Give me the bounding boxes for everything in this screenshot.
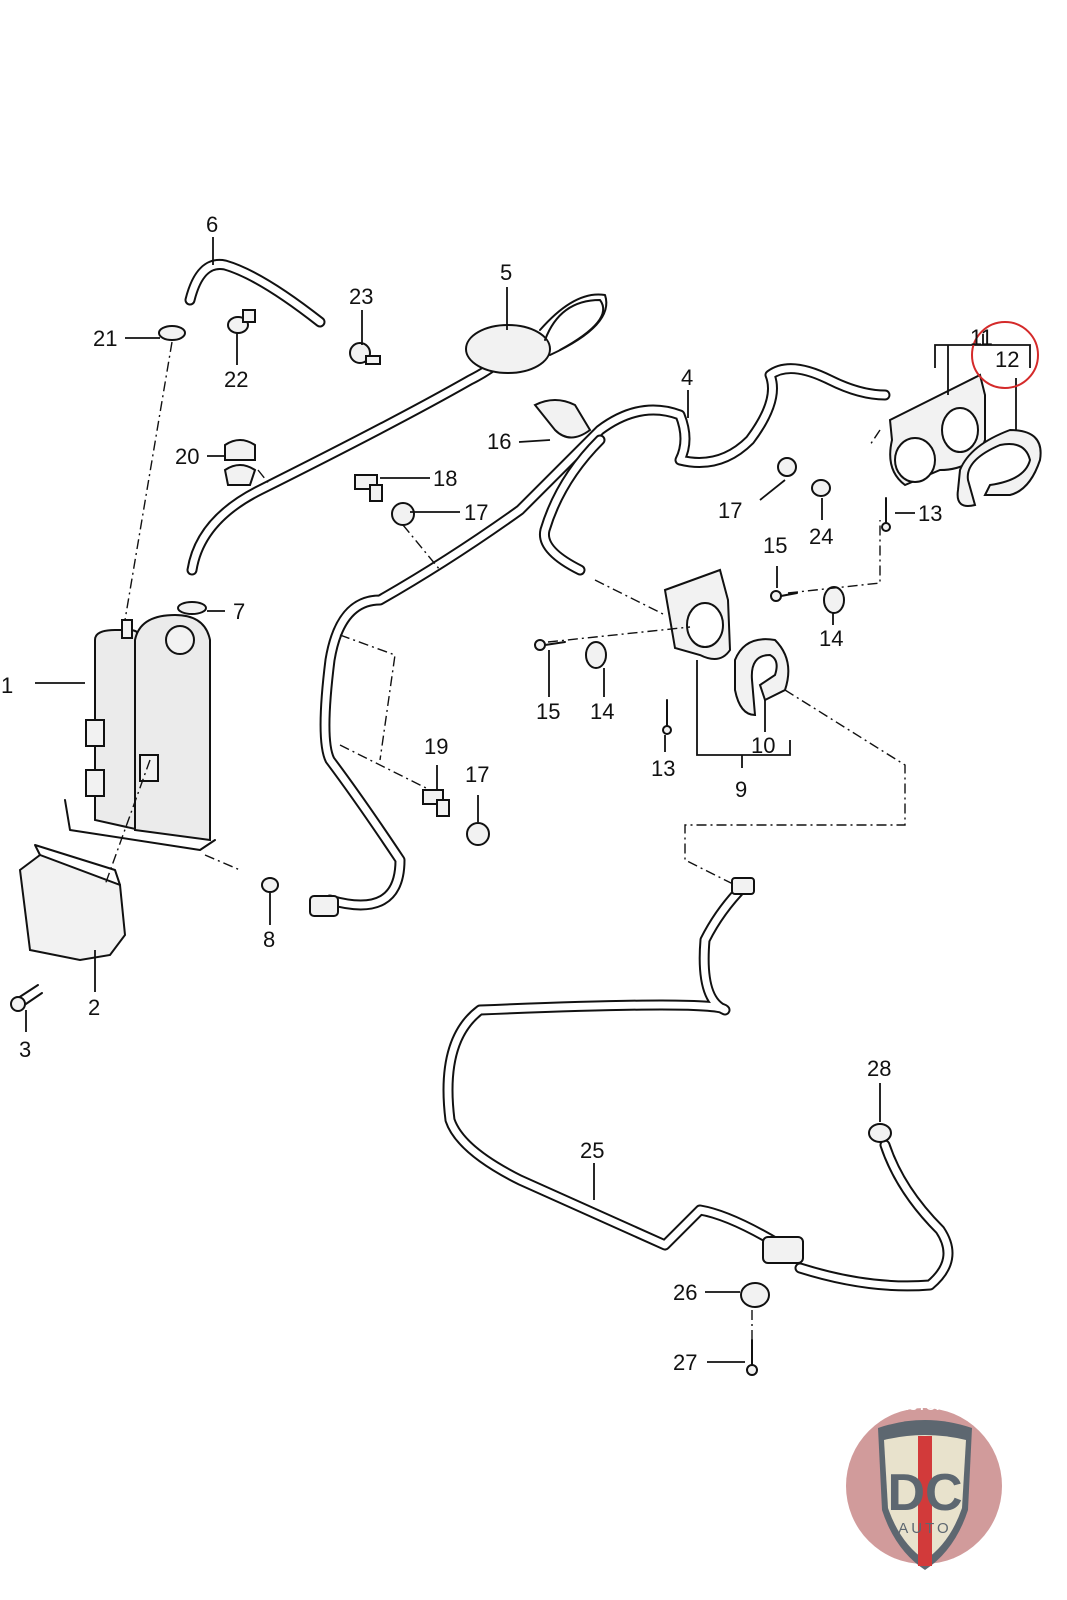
bolt-15a — [534, 639, 566, 651]
callout-17b: 17 — [718, 498, 742, 523]
bolt-13a — [662, 699, 672, 735]
clamp-24 — [811, 479, 831, 497]
clamp-28 — [868, 1123, 892, 1143]
screw-27 — [746, 1339, 758, 1376]
seal-12 — [956, 428, 1042, 507]
callout-9: 9 — [735, 777, 747, 802]
callout-8: 8 — [263, 927, 275, 952]
clip-26 — [740, 1282, 770, 1308]
callout-26: 26 — [673, 1280, 697, 1305]
clips-20 — [223, 439, 257, 486]
connector-19 — [422, 789, 450, 817]
hose-28-line — [794, 1139, 954, 1292]
hose-purge-line — [186, 354, 506, 576]
clamp-14b — [823, 586, 845, 614]
bracket-9 — [663, 568, 732, 660]
hose-25 — [442, 879, 786, 1251]
bolt-15b — [770, 590, 798, 602]
callout-16: 16 — [487, 429, 511, 454]
callout-15a: 15 — [536, 699, 560, 724]
callout-22: 22 — [224, 367, 248, 392]
callout-7: 7 — [233, 599, 245, 624]
callout-15b: 15 — [763, 533, 787, 558]
callout-25: 25 — [580, 1138, 604, 1163]
callout-14a: 14 — [590, 699, 614, 724]
callout-28: 28 — [867, 1056, 891, 1081]
clamp-14a — [585, 641, 607, 669]
logo-site-text: DCAUTO.COM — [880, 1398, 969, 1413]
highlight-circle — [971, 321, 1039, 389]
seal-10 — [734, 638, 790, 717]
callout-17a: 17 — [464, 500, 488, 525]
callout-14b: 14 — [819, 626, 843, 651]
assembly-lines — [104, 341, 906, 1340]
clamp-21 — [158, 325, 186, 341]
valve-canister-25 — [762, 1236, 804, 1264]
leader-lines — [25, 237, 1031, 1363]
hose-branch — [538, 434, 606, 576]
callout-19: 19 — [424, 734, 448, 759]
callout-3: 3 — [19, 1037, 31, 1062]
hose-6 — [184, 258, 326, 328]
valve-23 — [349, 342, 381, 365]
callout-2: 2 — [88, 995, 100, 1020]
bolt-13b — [881, 497, 891, 532]
callout-18: 18 — [433, 466, 457, 491]
logo-stripe — [918, 1436, 932, 1566]
callout-labels: 1 2 3 4 5 6 7 8 9 10 11 12 13 13 14 14 1… — [1, 212, 1019, 1375]
hose-4 — [319, 363, 891, 911]
callout-1: 1 — [1, 673, 13, 698]
callout-5: 5 — [500, 260, 512, 285]
charcoal-canister — [64, 613, 216, 851]
clamp-7 — [177, 601, 207, 615]
callout-12: 12 — [995, 347, 1019, 372]
callout-21: 21 — [93, 326, 117, 351]
callout-27: 27 — [673, 1350, 697, 1375]
logo-sub-text: AUTO — [898, 1520, 951, 1537]
callout-23: 23 — [349, 284, 373, 309]
clip-22 — [227, 309, 256, 334]
callout-10: 10 — [751, 733, 775, 758]
clamp-8 — [261, 877, 279, 893]
grommet-17a — [391, 502, 415, 526]
connector-end — [309, 895, 339, 917]
dcauto-logo: DCAUTO.COM DC AUTO — [846, 1398, 1002, 1570]
callout-13b: 13 — [918, 501, 942, 526]
connector-18 — [354, 474, 383, 502]
connector-elbow — [731, 877, 755, 895]
logo-mark-text: DC — [887, 1464, 962, 1522]
grommet-17c — [466, 822, 490, 846]
bolt-3 — [10, 984, 43, 1012]
callout-20: 20 — [175, 444, 199, 469]
callout-13a: 13 — [651, 756, 675, 781]
canister-bracket — [18, 844, 127, 962]
callout-11: 11 — [970, 325, 993, 350]
clip-16 — [533, 399, 592, 439]
filter-5 — [465, 293, 608, 374]
bracket-11 — [888, 373, 986, 487]
callout-24: 24 — [809, 524, 833, 549]
callout-17c: 17 — [465, 762, 489, 787]
callout-4: 4 — [681, 365, 693, 390]
callout-6: 6 — [206, 212, 218, 237]
grommet-17b — [777, 457, 797, 477]
